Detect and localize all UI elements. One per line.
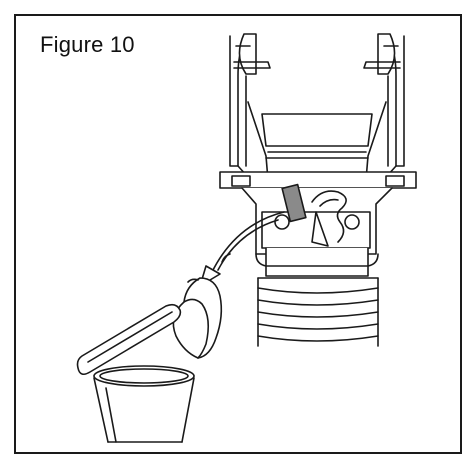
instruction-illustration — [76, 33, 417, 443]
filter-icon — [172, 277, 223, 359]
figure-title: Figure 10 — [40, 32, 135, 57]
trash-bin-icon — [76, 303, 195, 443]
vacuum-head-icon — [219, 33, 417, 347]
figure-frame: Figure 10 — [14, 14, 462, 454]
